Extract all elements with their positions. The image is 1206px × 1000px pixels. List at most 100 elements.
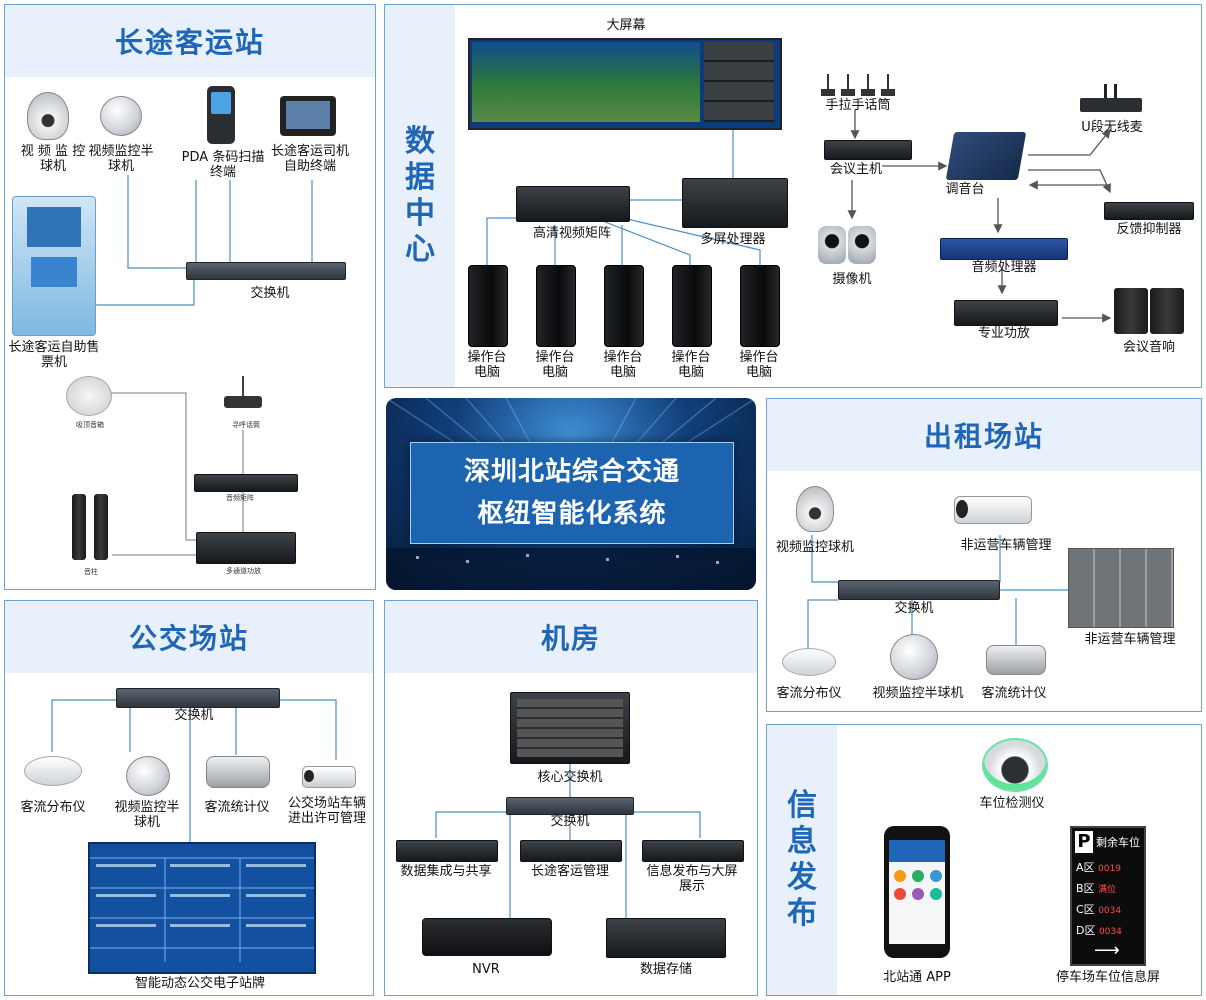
coach-amp-label: 多通道功放	[226, 567, 261, 575]
console-pc-icon	[740, 265, 780, 347]
zone-name: D区	[1076, 924, 1096, 937]
audio-matrix-icon	[194, 474, 298, 492]
passenger-counter-icon	[206, 756, 270, 788]
title-char: 中	[405, 196, 435, 231]
coach-switch-label: 交换机	[250, 286, 290, 301]
big-screen-label: 大屏幕	[606, 18, 646, 33]
column-speaker-icon	[72, 494, 86, 560]
nvr-label: NVR	[472, 962, 500, 977]
banner-title-line1: 深圳北站综合交通	[463, 457, 680, 487]
ptz-camera-icon	[27, 92, 69, 140]
feedback-suppressor-icon	[1104, 202, 1194, 220]
coach-ceiling-speaker-label: 吸顶音箱	[76, 421, 104, 429]
zone-count: 0019	[1098, 864, 1121, 874]
title-char: 心	[405, 232, 435, 267]
conference-host-label: 会议主机	[829, 162, 882, 177]
data-center-panel: 数 据 中 心	[384, 4, 1202, 388]
bus-switch-icon	[116, 688, 280, 708]
data-storage-label: 数据存储	[639, 962, 692, 977]
coach-driver-terminal-label: 长途客运司机 自助终端	[270, 144, 349, 174]
conference-host-icon	[824, 140, 912, 160]
taxi-traffic-label: 非运营车辆管理	[1084, 632, 1176, 647]
ceiling-speaker-icon	[66, 376, 112, 416]
driver-terminal-icon	[280, 96, 336, 136]
parking-info-screen: P 剩余车位 A区 0019 B区 满位 C区 0034 D区 0034 ⟶	[1070, 826, 1146, 966]
half-dome-camera-icon	[890, 634, 938, 680]
app-label: 北站通 APP	[883, 970, 951, 985]
console-pc-label: 操作台 电脑	[671, 350, 711, 380]
mixer-label: 调音台	[945, 182, 985, 197]
bullet-camera-icon	[950, 490, 1034, 530]
handheld-mic-icon	[820, 72, 896, 96]
title-char: 据	[405, 160, 435, 195]
traffic-surveillance-image	[1068, 548, 1174, 628]
data-share-server-icon	[396, 840, 498, 862]
bus-board-label: 智能动态公交电子站牌	[134, 976, 265, 991]
coach-station-title: 长途客运站	[5, 5, 375, 77]
conference-speaker-label: 会议音响	[1122, 340, 1175, 355]
data-center-title: 数 据 中 心	[385, 5, 455, 387]
u-band-mic-label: U段无线麦	[1081, 120, 1143, 135]
feedback-suppressor-label: 反馈抑制器	[1116, 222, 1182, 237]
bus-half-dome-label: 视频监控半 球机	[114, 800, 180, 830]
flow-distribution-icon	[782, 648, 836, 676]
coach-switch-icon	[186, 262, 346, 280]
zone-name: C区	[1076, 903, 1095, 916]
nvr-icon	[422, 918, 552, 956]
taxi-switch-label: 交换机	[894, 601, 934, 616]
conference-speaker-icon	[1114, 288, 1148, 334]
core-switch-icon	[510, 692, 630, 764]
conference-speaker-icon	[1150, 288, 1184, 334]
parking-zone-row: D区 0034	[1076, 921, 1122, 942]
zone-name: A区	[1076, 861, 1095, 874]
coach-gooseneck-mic-label: 寻呼话筒	[232, 421, 260, 429]
coach-half-dome-label: 视频监控半 球机	[88, 144, 154, 174]
info-release-title: 信 息 发 布	[767, 725, 837, 995]
parking-zone-row: A区 0019	[1076, 858, 1122, 879]
audio-processor-label: 音频处理器	[971, 260, 1037, 275]
big-screen-display	[468, 38, 782, 130]
zone-count: 0034	[1098, 906, 1122, 916]
mobile-app-phone	[884, 826, 950, 958]
multi-screen-processor-icon	[682, 178, 788, 228]
coach-matrix-label: 音频矩阵	[226, 494, 254, 502]
title-char: 布	[787, 896, 817, 931]
info-release-server-icon	[642, 840, 744, 862]
taxi-half-dome-label: 视频监控半球机	[872, 686, 964, 701]
center-banner: 深圳北站综合交通 枢纽智能化系统	[386, 398, 756, 590]
pro-amplifier-label: 专业功放	[977, 326, 1030, 341]
taxi-station-title: 出租场站	[767, 399, 1201, 471]
console-pc-label: 操作台 电脑	[467, 350, 507, 380]
coach-mgmt-label: 长途客运管理	[530, 864, 609, 879]
coach-mgmt-server-icon	[520, 840, 622, 862]
bus-electronic-board-screen	[88, 842, 316, 974]
taxi-ptz-camera-label: 视频监控球机	[775, 540, 854, 555]
taxi-switch-icon	[838, 580, 1000, 600]
bus-counter-label: 客流统计仪	[204, 800, 270, 815]
taxi-counter-label: 客流统计仪	[981, 686, 1047, 701]
bus-station-title: 公交场站	[5, 601, 373, 673]
parking-detector-label: 车位检测仪	[979, 796, 1045, 811]
parking-zone-row: B区 满位	[1076, 879, 1122, 900]
console-pc-label: 操作台 电脑	[535, 350, 575, 380]
pro-amplifier-icon	[954, 300, 1058, 326]
bus-switch-label: 交换机	[174, 708, 214, 723]
zone-count: 0034	[1098, 927, 1122, 937]
console-pc-icon	[672, 265, 712, 347]
title-char: 发	[787, 860, 817, 895]
multi-channel-amp-icon	[196, 532, 296, 564]
bus-flow-label: 客流分布仪	[20, 800, 86, 815]
u-band-wireless-mic-icon	[1080, 84, 1142, 116]
title-char: 数	[405, 124, 435, 159]
half-dome-camera-icon	[126, 756, 170, 796]
coach-kiosk-label: 长途客运自助售 票机	[8, 340, 100, 370]
gooseneck-mic-icon	[222, 376, 264, 412]
console-pc-icon	[604, 265, 644, 347]
machine-room-title: 机房	[385, 601, 757, 673]
console-pc-icon	[468, 265, 508, 347]
core-switch-label: 核心交换机	[537, 770, 603, 785]
hd-video-matrix-label: 高清视频矩阵	[532, 226, 611, 241]
data-storage-icon	[606, 918, 726, 958]
camera-icon	[818, 226, 878, 266]
parking-zone-row: C区 0034	[1076, 900, 1122, 921]
